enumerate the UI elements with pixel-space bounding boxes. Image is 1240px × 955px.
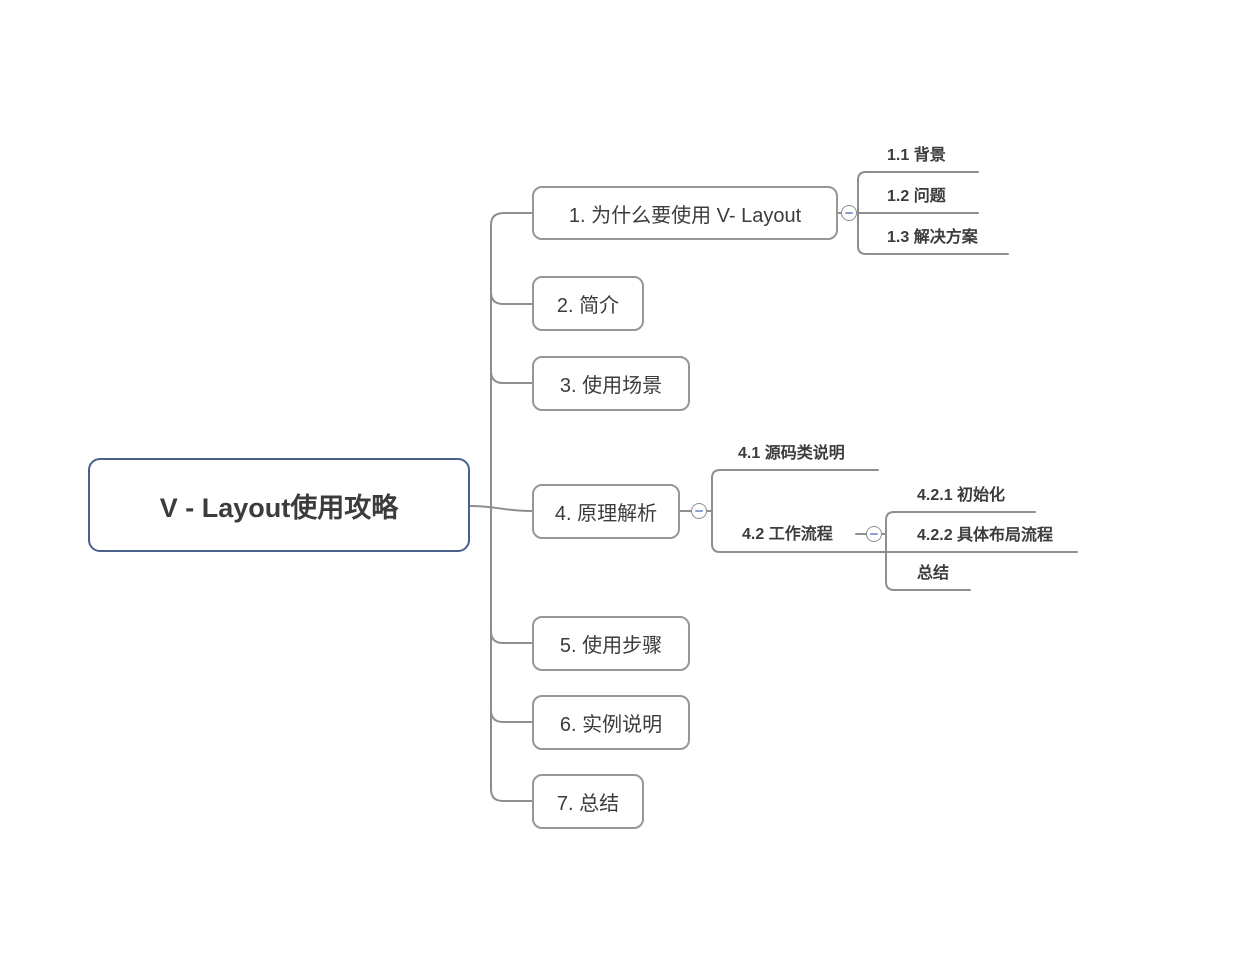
minus-icon xyxy=(870,533,878,535)
node-1[interactable]: 1. 为什么要使用 V- Layout xyxy=(532,186,838,240)
node-2[interactable]: 2. 简介 xyxy=(532,276,644,331)
collapse-minus-icon-node-1[interactable] xyxy=(841,205,857,221)
branch-node-2 xyxy=(490,291,533,305)
mindmap-root-node[interactable]: V - Layout使用攻略 xyxy=(88,458,470,552)
collapse-minus-icon-node-4-2[interactable] xyxy=(866,526,882,542)
node-4-2-2[interactable]: 4.2.2 具体布局流程 xyxy=(917,527,1054,544)
collapse-minus-icon-node-4[interactable] xyxy=(691,503,707,519)
branch-root xyxy=(469,505,533,512)
node-1-1[interactable]: 1.1 背景 xyxy=(887,147,946,164)
frame-node-4-2-children xyxy=(885,511,1036,591)
node-4-1[interactable]: 4.1 源码类说明 xyxy=(738,445,845,462)
node-4[interactable]: 4. 原理解析 xyxy=(532,484,680,539)
node-4-2-1[interactable]: 4.2.1 初始化 xyxy=(917,487,1006,504)
frame-node-4-children xyxy=(711,469,887,553)
frame-node-1-children xyxy=(857,171,1009,255)
branch-node-5 xyxy=(490,630,533,644)
node-1-3[interactable]: 1.3 解决方案 xyxy=(887,229,978,246)
node-6[interactable]: 6. 实例说明 xyxy=(532,695,690,750)
minus-icon xyxy=(845,212,853,214)
branch-node-3 xyxy=(490,370,533,384)
node-5[interactable]: 5. 使用步骤 xyxy=(532,616,690,671)
minus-icon xyxy=(695,510,703,512)
node-1-2[interactable]: 1.2 问题 xyxy=(887,188,946,205)
node-4-2[interactable]: 4.2 工作流程 xyxy=(742,526,833,543)
node-4-2-summary[interactable]: 总结 xyxy=(917,565,950,582)
node-3[interactable]: 3. 使用场景 xyxy=(532,356,690,411)
branch-node-6 xyxy=(490,709,533,723)
node-7[interactable]: 7. 总结 xyxy=(532,774,644,829)
trunk-line xyxy=(490,212,533,802)
